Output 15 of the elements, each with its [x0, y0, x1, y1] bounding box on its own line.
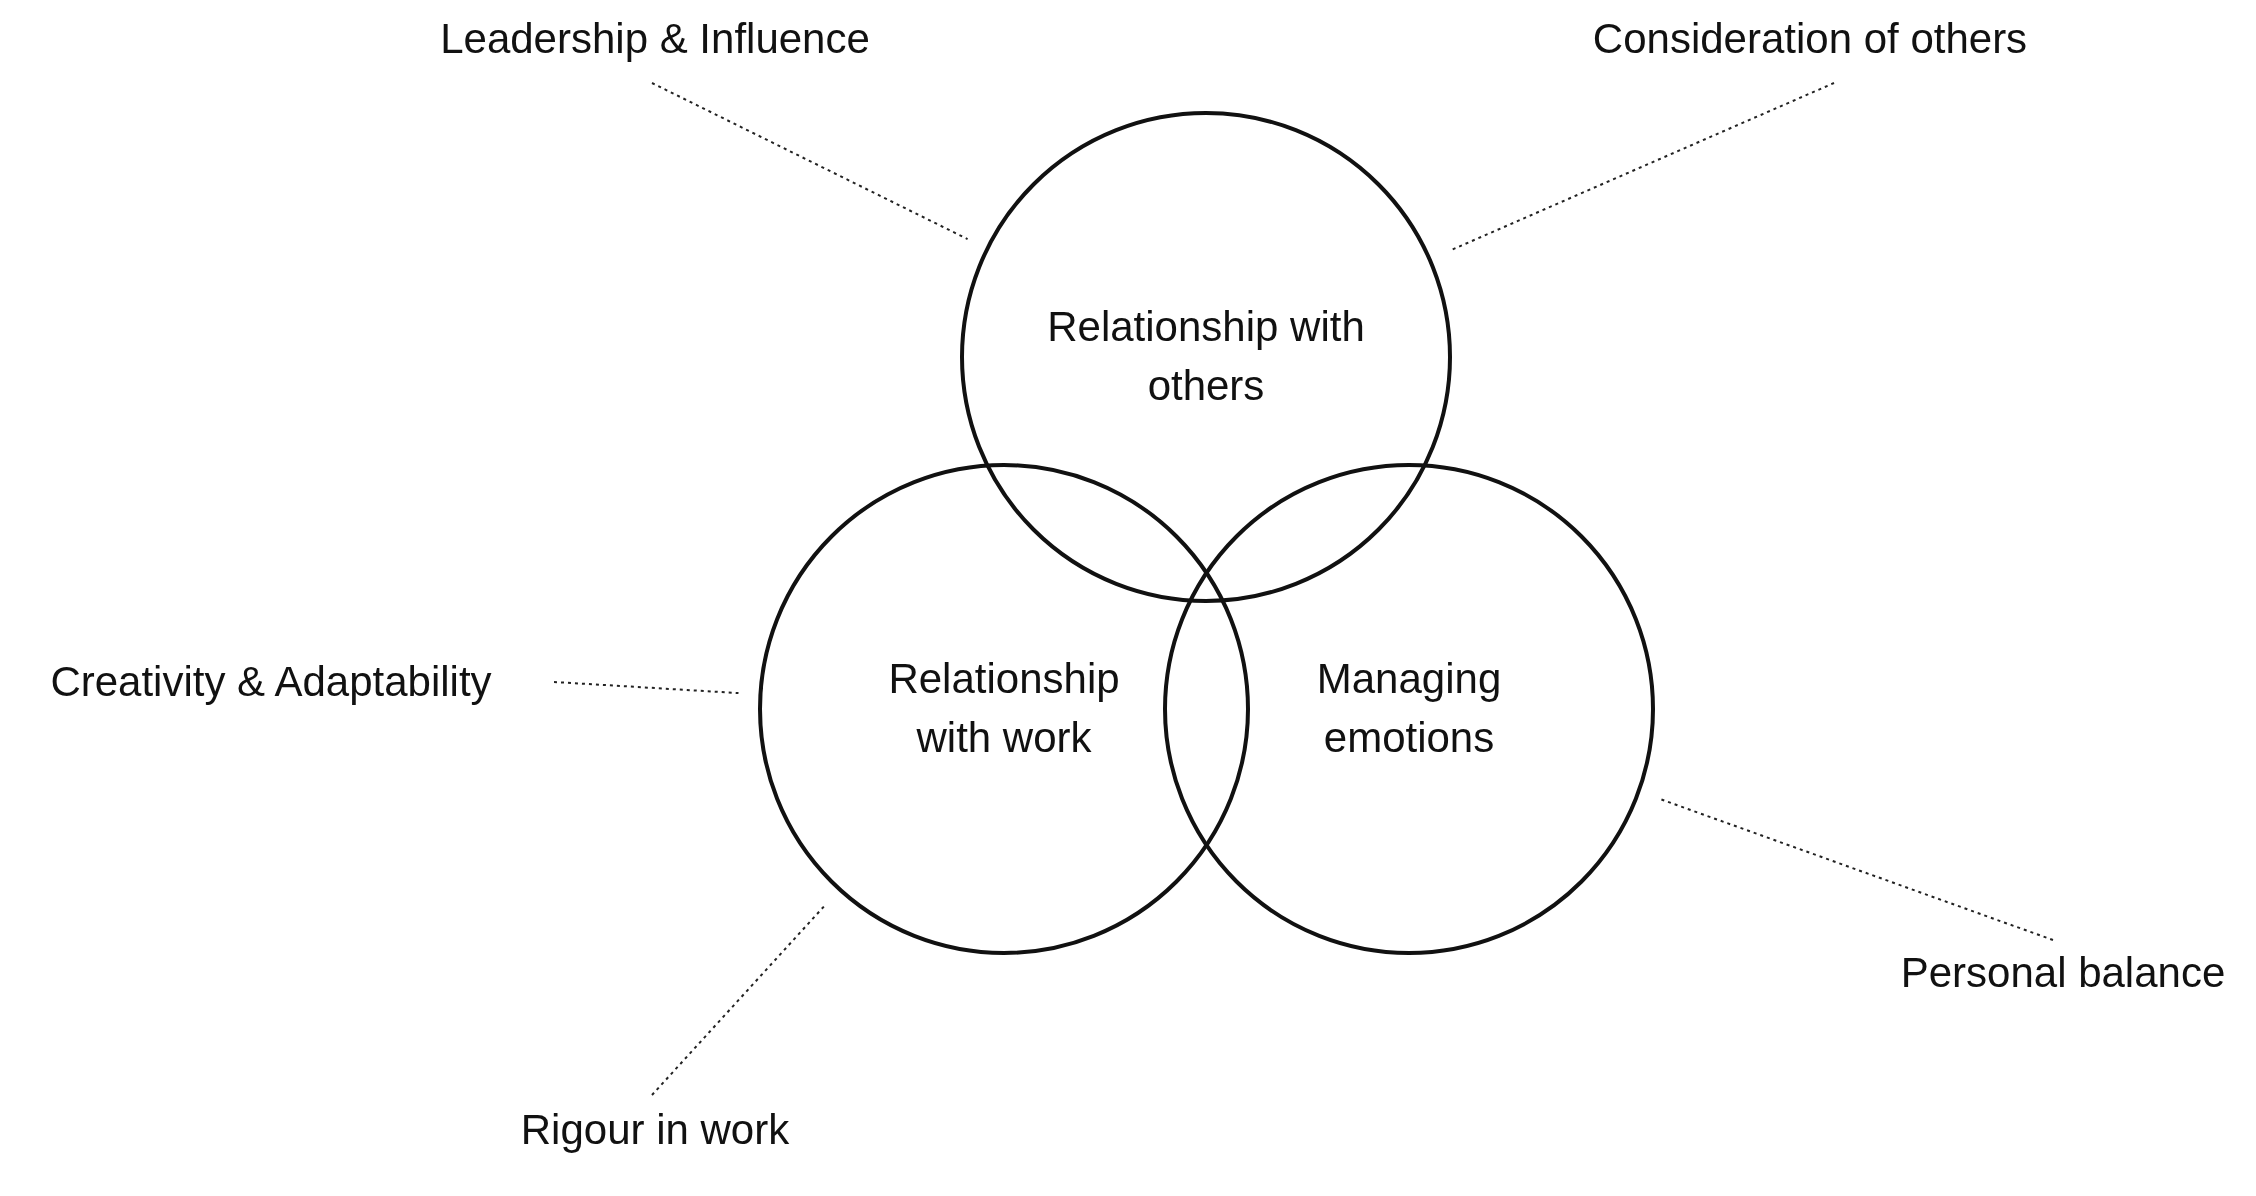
circle-label: Relationship with work: [887, 654, 1121, 763]
category-label: Personal balance: [1900, 949, 2226, 997]
venn-circle: [960, 111, 1452, 603]
leader-line: [553, 681, 740, 695]
circle-label: Managing emotions: [1315, 654, 1503, 763]
circle-label: Relationship with others: [1046, 302, 1366, 411]
leader-line: [651, 904, 826, 1096]
venn-circle: [758, 463, 1250, 955]
category-label: Consideration of others: [1592, 15, 2028, 63]
venn-circle: [1163, 463, 1655, 955]
category-label: Leadership & Influence: [440, 15, 870, 63]
leader-line: [1658, 797, 2054, 941]
category-label: Creativity & Adaptability: [50, 658, 492, 706]
leader-line: [651, 82, 969, 241]
category-label: Rigour in work: [520, 1106, 790, 1154]
